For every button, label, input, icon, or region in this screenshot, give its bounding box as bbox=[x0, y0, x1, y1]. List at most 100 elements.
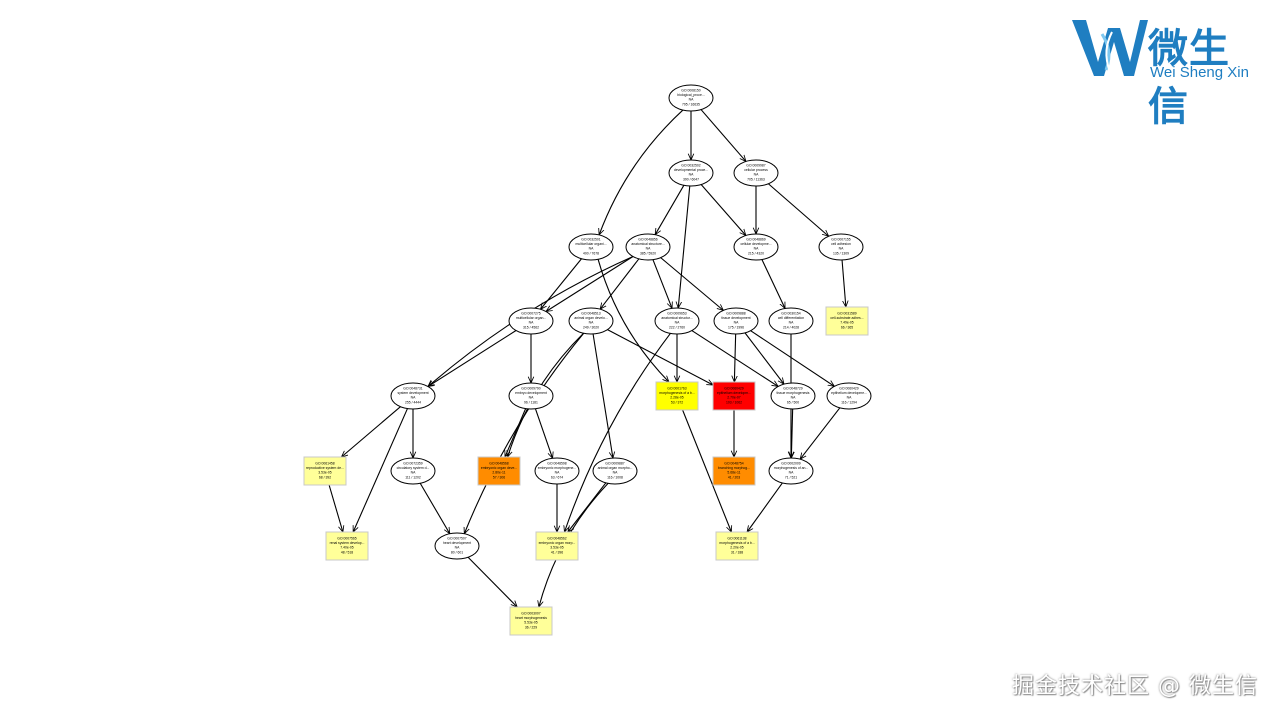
term-label-line: developmental proce... bbox=[674, 168, 708, 172]
edge-n1-n3 bbox=[700, 109, 746, 162]
term-ellipse bbox=[568, 233, 614, 261]
edge-n7-n13 bbox=[841, 259, 846, 307]
term-label-line: 400 / 7678 bbox=[583, 251, 599, 255]
term-label-line: NA bbox=[754, 173, 759, 177]
term-label-line: NA bbox=[411, 471, 416, 475]
term-ellipse bbox=[668, 84, 714, 112]
edge-n11-n17 bbox=[734, 333, 735, 382]
term-label-line: 255 / 4444 bbox=[405, 400, 421, 404]
term-label-line: 31 / 188 bbox=[731, 550, 743, 554]
term-label-line: 3.53e-05 bbox=[550, 546, 563, 550]
term-label-line: 116 / 1008 bbox=[607, 475, 623, 479]
edge-n9-n24 bbox=[592, 333, 613, 458]
term-label-line: morphogenesis of an... bbox=[774, 466, 809, 470]
term-label-line: GO:0048731 bbox=[403, 387, 423, 391]
term-label-line: GO:0009888 bbox=[726, 312, 746, 316]
term-label-line: morphogenesis of a b... bbox=[719, 541, 754, 545]
term-label-line: NA bbox=[411, 396, 416, 400]
significant-term-box bbox=[325, 531, 369, 561]
term-label-line: reproductive system de... bbox=[306, 466, 344, 470]
term-label-line: system development bbox=[397, 391, 428, 395]
term-label-line: animal organ develo... bbox=[574, 316, 607, 320]
term-label-line: GO:0048513 bbox=[581, 312, 601, 316]
edge-n2-n10 bbox=[678, 185, 691, 308]
term-ellipse bbox=[390, 382, 436, 410]
term-label-line: 795 / 16635 bbox=[682, 102, 700, 106]
term-label-line: NA bbox=[529, 321, 534, 325]
term-label-line: renal system develop... bbox=[330, 541, 365, 545]
term-label-line: NA bbox=[455, 546, 460, 550]
term-label-line: GO:0048869 bbox=[746, 238, 766, 242]
term-label-line: 215 / 4320 bbox=[748, 251, 764, 255]
term-ellipse bbox=[733, 233, 779, 261]
term-label-line: GO:0061138 bbox=[727, 537, 746, 541]
term-label-line: 5.53e-05 bbox=[524, 621, 537, 625]
term-label-line: multicellular organ... bbox=[516, 316, 546, 320]
term-label-line: GO:0032501 bbox=[581, 238, 601, 242]
significant-term-box bbox=[715, 531, 759, 561]
significant-term-box bbox=[535, 531, 579, 561]
term-ellipse bbox=[770, 382, 816, 410]
term-label-line: GO:0003007 bbox=[521, 612, 541, 616]
term-label-line: GO:0031589 bbox=[837, 312, 857, 316]
edge-n6-n12 bbox=[761, 259, 786, 309]
term-label-line: morphogenesis of a b... bbox=[659, 391, 694, 395]
term-label-line: tissue development bbox=[721, 316, 750, 320]
term-ellipse bbox=[733, 159, 779, 187]
term-label-line: NA bbox=[789, 471, 794, 475]
significant-term-box bbox=[509, 606, 553, 636]
term-label-line: 65 / 500 bbox=[787, 400, 799, 404]
term-label-line: 103 / 1062 bbox=[726, 400, 742, 404]
term-label-line: 96 / 1181 bbox=[524, 400, 538, 404]
significant-term-box bbox=[825, 306, 869, 336]
term-label-line: 48 / 518 bbox=[341, 550, 353, 554]
term-label-line: 53 / 372 bbox=[671, 400, 683, 404]
significant-term-box bbox=[655, 381, 699, 411]
term-ellipse bbox=[826, 382, 872, 410]
term-label-line: branching morphog... bbox=[718, 466, 750, 470]
edge-n19-n26 bbox=[800, 407, 841, 459]
edge-n8-n14 bbox=[428, 330, 517, 387]
term-label-line: circulatory system d... bbox=[397, 466, 430, 470]
edge-n18-n26 bbox=[791, 408, 792, 458]
term-label-line: cellular developme... bbox=[740, 242, 771, 246]
term-label-line: embryonic morphogene... bbox=[538, 466, 577, 470]
term-ellipse bbox=[625, 233, 671, 261]
term-label-line: GO:0060429 bbox=[839, 387, 859, 391]
term-label-line: GO:0048562 bbox=[547, 537, 567, 541]
term-label-line: NA bbox=[791, 396, 796, 400]
edge-n9-n28 bbox=[464, 332, 585, 533]
term-label-line: 7.40e-05 bbox=[340, 546, 353, 550]
term-label-line: GO:0007507 bbox=[447, 537, 467, 541]
edge-n3-n7 bbox=[767, 183, 828, 236]
term-label-line: cell adhesion bbox=[831, 242, 851, 246]
edge-n11-n19 bbox=[750, 330, 835, 387]
edge-n2-n5 bbox=[655, 185, 685, 234]
edge-n5-n9 bbox=[600, 258, 640, 309]
logo-english-text: Wei Sheng Xin bbox=[1150, 64, 1249, 81]
term-label-line: 36 / 229 bbox=[525, 625, 537, 629]
term-label-line: anatomical structur... bbox=[661, 316, 692, 320]
term-label-line: multicellular organi... bbox=[575, 242, 606, 246]
edge-n21-n28 bbox=[419, 483, 450, 533]
term-label-line: 41 / 203 bbox=[728, 475, 740, 479]
term-ellipse bbox=[568, 307, 614, 335]
term-label-line: cell differentiation bbox=[778, 316, 804, 320]
term-ellipse bbox=[654, 307, 700, 335]
logo-chinese-text: 微生信 bbox=[1148, 26, 1230, 130]
term-label-line: GO:0061458 bbox=[315, 462, 335, 466]
